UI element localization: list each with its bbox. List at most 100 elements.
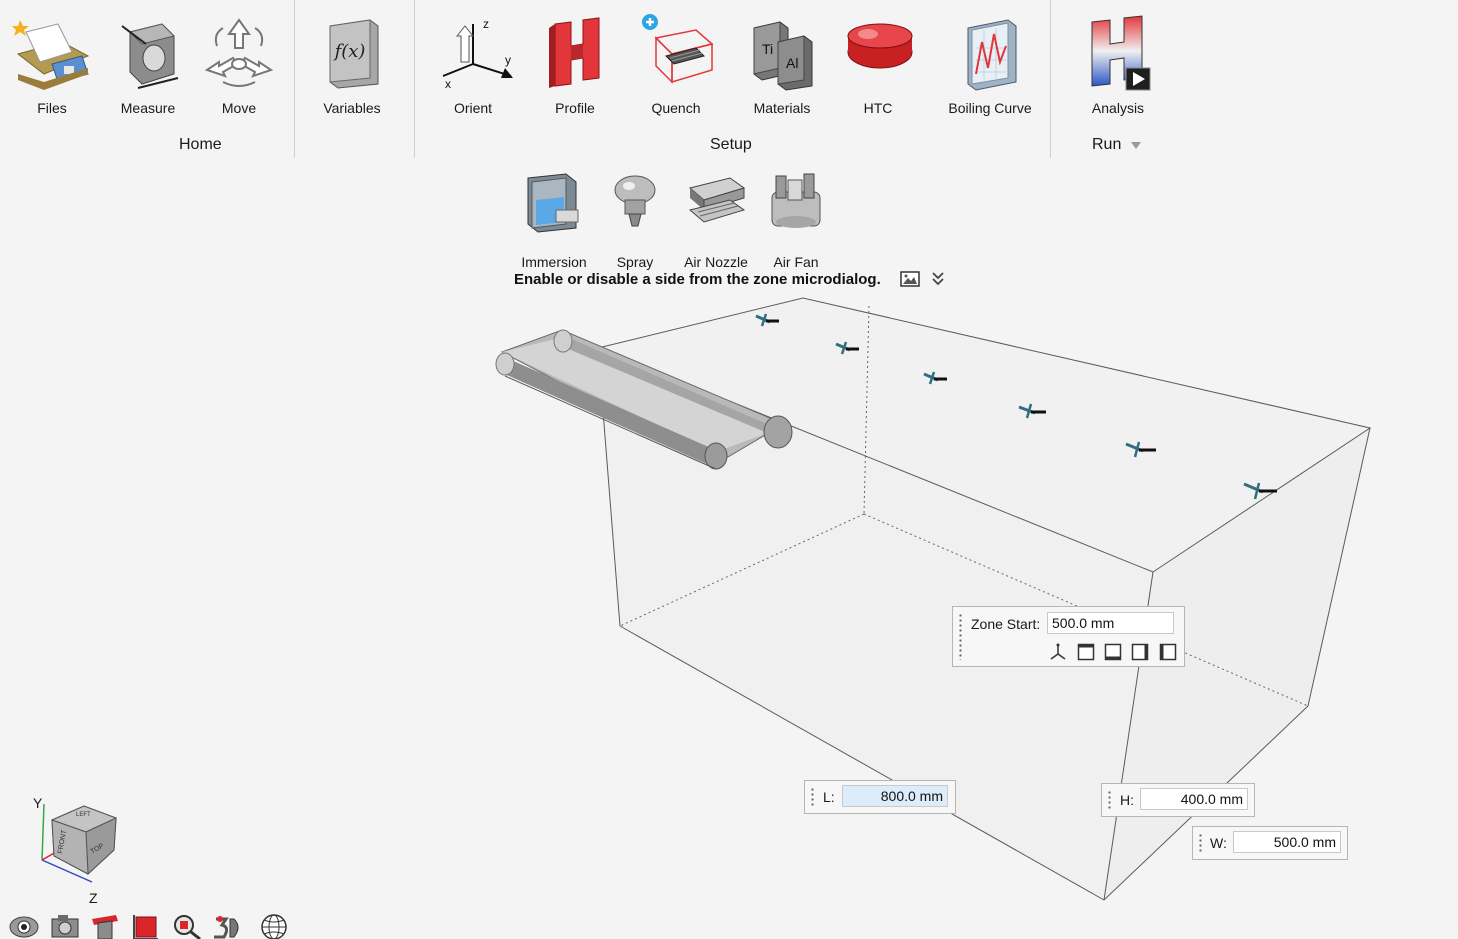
drag-handle[interactable] [959,613,962,660]
run-group-label[interactable]: Run [1092,136,1122,153]
air-fan-label: Air Fan [773,254,819,270]
htc-icon [847,23,913,69]
nozzle-marker [835,341,859,355]
fit-view-icon[interactable] [130,909,164,939]
spray-label: Spray [616,254,654,270]
zone-start-input[interactable] [1047,612,1174,634]
drag-handle[interactable] [1108,790,1111,810]
3d-view-icon[interactable] [210,909,244,939]
immersion-tool[interactable]: Immersion [506,170,602,270]
separator [1050,0,1051,158]
drag-handle[interactable] [811,787,814,807]
camera-icon[interactable] [48,909,82,939]
side-left-toggle-icon[interactable] [1159,643,1177,661]
profile-part [495,329,793,470]
variables-icon: f(x) [329,19,379,89]
nozzle-marker [1243,482,1277,500]
svg-text:y: y [505,53,511,67]
zoom-icon[interactable] [170,909,204,939]
spray-tool[interactable]: Spray [587,170,683,270]
svg-text:z: z [483,17,489,31]
variables-tool[interactable]: f(x) Variables [304,0,400,124]
materials-icon: Ti Al [753,21,813,91]
boiling-curve-label: Boiling Curve [948,100,1032,116]
separator [294,0,295,158]
view-cube[interactable]: TOP FRONT LEFT [30,790,130,890]
move-label: Move [221,100,257,116]
measure-label: Measure [120,100,176,116]
measure-tool[interactable]: Measure [100,0,196,124]
length-input[interactable] [842,785,948,807]
hint-message: Enable or disable a side from the zone m… [514,271,881,288]
files-tool[interactable]: Files [4,0,100,124]
move-tool[interactable]: Move [191,0,287,124]
width-microdialog: W: [1192,826,1348,860]
height-input[interactable] [1140,788,1248,810]
ribbon: Files Measure Move Home f(x [0,0,1458,160]
orient-icon: z y x [442,17,513,91]
height-microdialog: H: [1101,783,1255,817]
side-right-toggle-icon[interactable] [1131,643,1149,661]
svg-text:LEFT: LEFT [76,812,91,818]
immersion-label: Immersion [521,254,587,270]
nozzle-markers [755,313,1277,500]
htc-tool[interactable]: HTC [830,0,926,124]
quench-label: Quench [651,100,701,116]
svg-text:FRONT: FRONT [57,829,68,855]
air-nozzle-icon [688,177,746,223]
files-label: Files [37,100,67,116]
materials-tool[interactable]: Ti Al Materials [734,0,830,124]
svg-text:x: x [445,77,451,91]
width-input[interactable] [1233,831,1341,853]
setup-group-label: Setup [710,136,752,153]
orient-label: Orient [453,100,493,116]
side-top-toggle-icon[interactable] [1077,643,1095,661]
orient-tool[interactable]: z y x Orient [425,0,521,124]
air-fan-icon [771,173,821,228]
eye-icon[interactable] [6,909,40,939]
triad-z-label: Z [89,890,98,906]
axis-triad-icon[interactable] [1049,643,1067,661]
length-label: L: [823,789,835,805]
globe-icon[interactable] [258,909,292,939]
immersion-icon [527,173,579,233]
profile-icon [549,17,600,88]
width-label: W: [1210,835,1227,851]
image-icon[interactable] [900,270,920,288]
quench-tool[interactable]: Quench [628,0,724,124]
zone-box-top-face [598,298,1370,572]
svg-text:f(x): f(x) [333,41,366,62]
boiling-curve-icon [967,19,1017,91]
air-nozzle-label: Air Nozzle [684,254,748,270]
view-toolbar [0,905,300,939]
quench-icon [642,14,714,84]
svg-text:Al: Al [786,55,798,71]
nozzle-marker [923,371,947,385]
separator [414,0,415,158]
materials-label: Materials [753,100,811,116]
drag-handle[interactable] [1199,833,1202,853]
nozzle-marker [755,313,779,327]
air-fan-tool[interactable]: Air Fan [748,170,844,270]
analysis-label: Analysis [1091,100,1145,116]
profile-label: Profile [555,100,595,116]
height-label: H: [1120,792,1134,808]
air-nozzle-tool[interactable]: Air Nozzle [668,170,764,270]
run-dropdown-icon[interactable] [1130,140,1142,150]
triad-y-label: Y [33,795,43,811]
section-cut-icon[interactable] [88,909,122,939]
svg-text:Ti: Ti [762,41,773,57]
analysis-icon [1091,15,1151,91]
variables-label: Variables [323,100,381,116]
boiling-curve-tool[interactable]: Boiling Curve [942,0,1038,124]
nozzle-marker [1125,441,1156,458]
side-bottom-toggle-icon[interactable] [1104,643,1122,661]
files-icon [12,20,90,90]
length-microdialog: L: [804,780,956,814]
profile-tool[interactable]: Profile [527,0,623,124]
analysis-tool[interactable]: Analysis [1070,0,1166,124]
measure-icon [121,23,179,89]
move-icon [204,18,274,87]
chevron-down-icon[interactable] [930,270,946,288]
spray-icon [614,175,656,227]
